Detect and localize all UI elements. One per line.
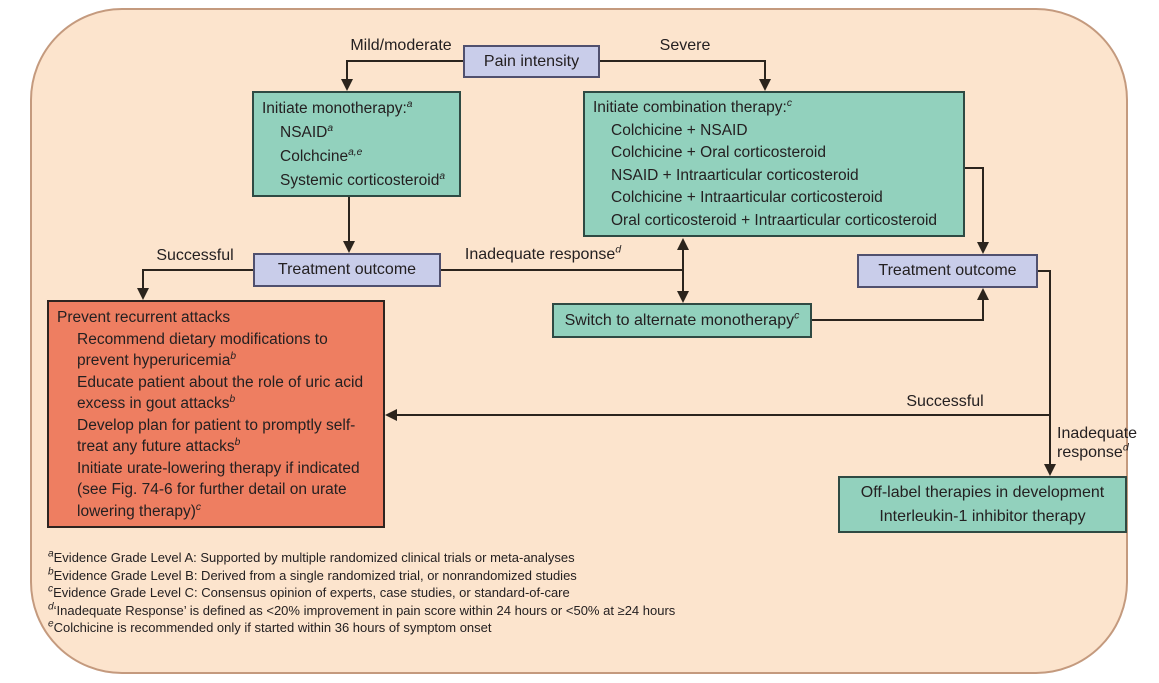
connector: [764, 60, 766, 80]
list-item: Educate patient about the role of uric a…: [77, 373, 364, 413]
list-item: Initiate urate-lowering therapy if indic…: [77, 459, 360, 520]
connector: [598, 60, 766, 62]
connector: [441, 269, 684, 271]
connector: [142, 269, 144, 289]
connector: [682, 248, 684, 292]
connector: [1049, 270, 1051, 465]
connector: [396, 414, 1051, 416]
arrowhead: [385, 409, 397, 421]
footnotes: aEvidence Grade Level A: Supported by mu…: [48, 549, 768, 637]
arrowhead: [977, 242, 989, 254]
list-item: aEvidence Grade Level A: Supported by mu…: [48, 548, 575, 565]
list-item: NSAIDa: [280, 122, 334, 141]
list-item: NSAID + Intraarticular corticosteroid: [611, 166, 859, 184]
node-label: Treatment outcome: [878, 262, 1017, 279]
node-pain-intensity: Pain intensity: [463, 45, 600, 78]
node-label: Pain intensity: [483, 52, 580, 70]
list-item: Develop plan for patient to promptly sel…: [77, 416, 356, 456]
node-label-line1: Off-label therapies in development: [860, 483, 1105, 501]
connector: [982, 298, 984, 321]
connector: [143, 269, 253, 271]
list-item: d‘Inadequate Response’ is defined as <20…: [48, 601, 676, 618]
arrowhead: [677, 291, 689, 303]
node-title: Initiate monotherapy:a: [262, 98, 413, 117]
connector: [1038, 270, 1051, 272]
arrowhead: [1044, 464, 1056, 476]
node-switch-alternate-monotherapy: Switch to alternate monotherapyc: [552, 303, 812, 338]
arrowhead: [677, 238, 689, 250]
connector: [965, 167, 984, 169]
node-initiate-combination-therapy: Initiate combination therapy:c Colchicin…: [583, 91, 965, 237]
edge-label-successful-left: Successful: [156, 247, 234, 264]
list-item: Oral corticosteroid + Intraarticular cor…: [611, 211, 938, 229]
arrowhead: [341, 79, 353, 91]
connector: [347, 60, 465, 62]
node-treatment-outcome-right: Treatment outcome: [857, 254, 1038, 288]
node-label-line2: Interleukin-1 inhibitor therapy: [879, 507, 1086, 525]
edge-label-inadequate-response-right: Inadequate responsed: [1057, 425, 1138, 461]
edge-label-mild-moderate: Mild/moderate: [350, 37, 452, 54]
list-item: cEvidence Grade Level C: Consensus opini…: [48, 583, 570, 601]
node-off-label-therapies: Off-label therapies in development Inter…: [838, 476, 1127, 533]
node-title: Initiate combination therapy:c: [593, 97, 792, 116]
edge-label-severe: Severe: [659, 37, 711, 54]
arrowhead: [137, 288, 149, 300]
list-item: Colchcinea,e: [280, 146, 363, 165]
arrowhead: [759, 79, 771, 91]
list-item: eColchicine is recommended only if start…: [48, 619, 492, 636]
node-label: Switch to alternate monotherapyc: [564, 309, 800, 329]
connector: [982, 167, 984, 243]
arrowhead: [343, 241, 355, 253]
node-label: Treatment outcome: [277, 261, 417, 278]
node-prevent-recurrent-attacks: Prevent recurrent attacks Recommend diet…: [47, 300, 385, 528]
list-item: Systemic corticosteroida: [280, 170, 446, 189]
node-treatment-outcome-left: Treatment outcome: [253, 253, 441, 287]
list-item: Colchicine + Intraarticular corticostero…: [611, 189, 883, 206]
list-item: Recommend dietary modifications to preve…: [77, 330, 328, 370]
connector: [348, 197, 350, 242]
edge-label-successful-right: Successful: [906, 393, 984, 410]
list-item: bEvidence Grade Level B: Derived from a …: [48, 566, 577, 583]
edge-label-inadequate-response-left: Inadequate responsed: [464, 243, 622, 263]
node-title: Prevent recurrent attacks: [57, 309, 231, 326]
arrowhead: [977, 288, 989, 300]
node-item-list: Colchicine + NSAID Colchicine + Oral cort…: [593, 120, 955, 233]
node-item-list: Recommend dietary modifications to preve…: [57, 329, 375, 523]
list-item: Colchicine + NSAID: [611, 121, 748, 139]
list-item: Colchicine + Oral corticosteroid: [611, 144, 826, 161]
connector: [346, 60, 348, 80]
connector: [812, 319, 984, 321]
